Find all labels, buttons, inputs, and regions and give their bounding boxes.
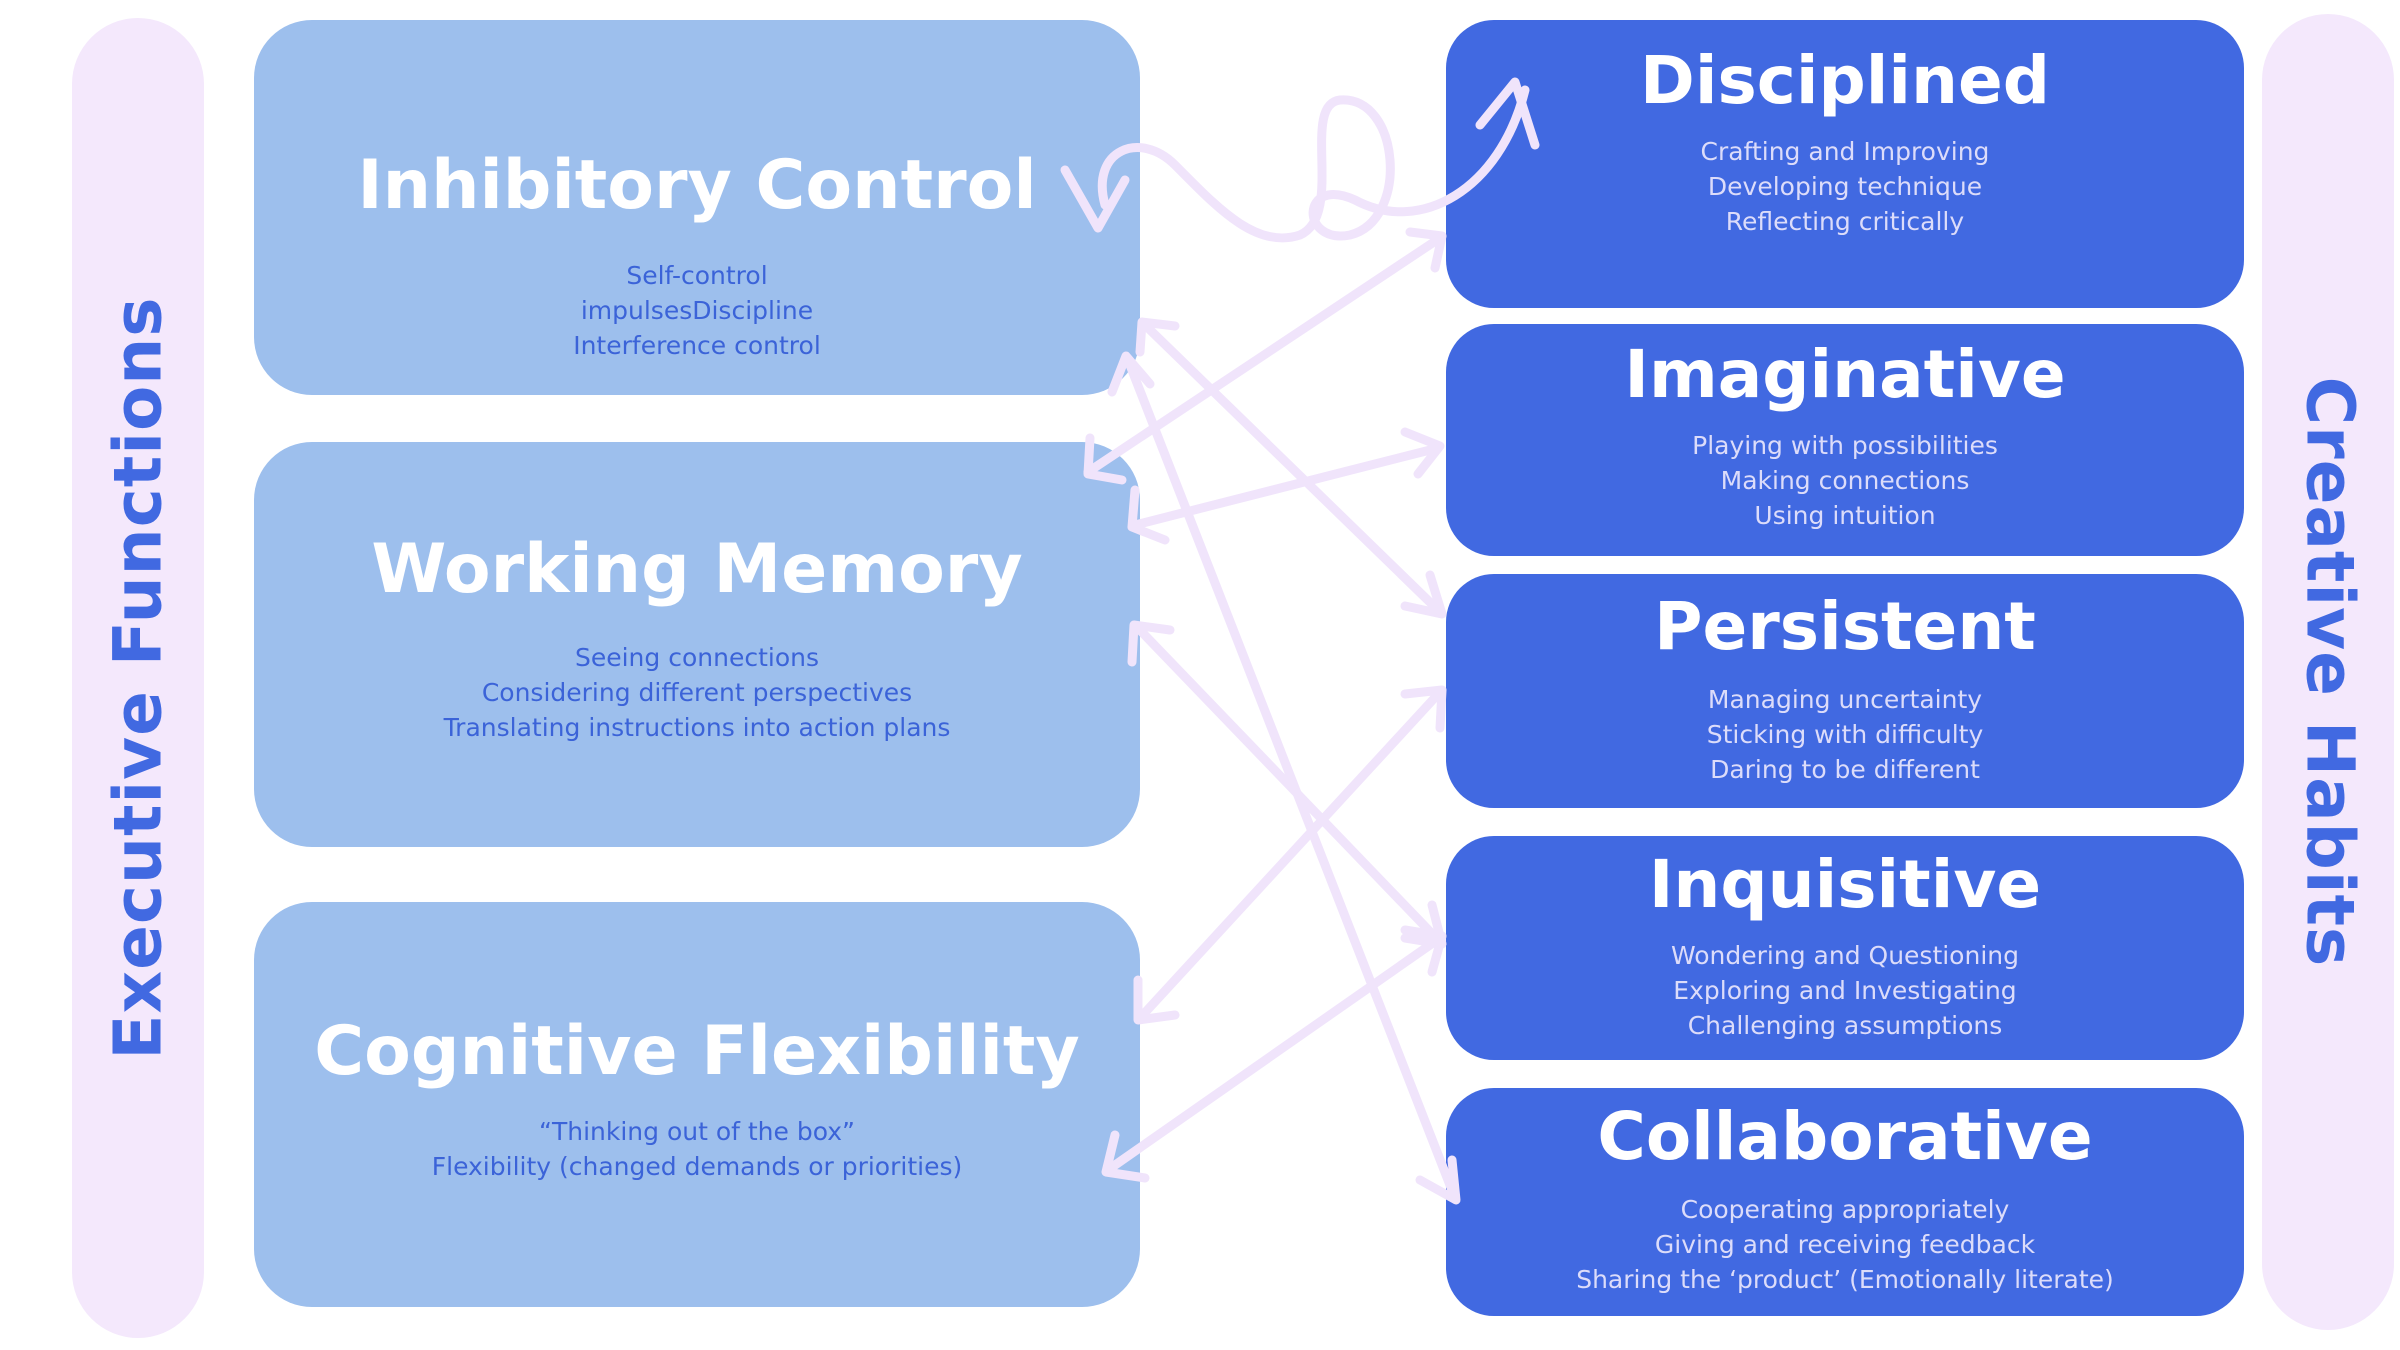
- connector-line: [1103, 933, 1445, 1175]
- cognitive-flexibility-details: “Thinking out of the box” Flexibility (c…: [254, 1114, 1140, 1184]
- inhibitory-control-details: Self-control impulsesDiscipline Interfer…: [254, 258, 1140, 363]
- arrowhead: [1400, 685, 1447, 733]
- detail-line: Translating instructions into action pla…: [443, 713, 951, 742]
- connector-line: [1123, 355, 1460, 1203]
- detail-line: Developing technique: [1707, 172, 1983, 201]
- working-memory-details: Seeing connections Considering different…: [254, 640, 1140, 745]
- arrowhead: [1083, 433, 1127, 485]
- loop-arrow: [1097, 85, 1530, 243]
- arrowhead: [1400, 427, 1445, 479]
- connector-line: [1133, 623, 1445, 947]
- cognitive-flexibility-box: Cognitive Flexibility “Thinking out of t…: [254, 902, 1140, 1307]
- arrowhead: [1107, 351, 1155, 397]
- arrowhead: [1101, 1130, 1150, 1183]
- inquisitive-details: Wondering and Questioning Exploring and …: [1446, 938, 2244, 1043]
- detail-line: Cooperating appropriately: [1680, 1195, 2010, 1224]
- detail-line: Crafting and Improving: [1700, 137, 1990, 166]
- arrowhead: [1400, 570, 1447, 619]
- detail-line: Considering different perspectives: [481, 678, 913, 707]
- detail-line: Playing with possibilities: [1692, 431, 1998, 460]
- connector-line: [1083, 233, 1445, 477]
- cognitive-flexibility-title: Cognitive Flexibility: [314, 1012, 1080, 1091]
- imaginative-box: Imaginative Playing with possibilities M…: [1446, 324, 2244, 556]
- disciplined-title: Disciplined: [1640, 42, 2050, 119]
- connector-line: [1135, 687, 1445, 1023]
- inhibitory-control-box: Inhibitory Control Self-control impulses…: [254, 20, 1140, 395]
- inquisitive-title: Inquisitive: [1648, 846, 2042, 923]
- detail-line: Sticking with difficulty: [1706, 720, 1984, 749]
- arrowhead: [1415, 1155, 1461, 1205]
- detail-line: “Thinking out of the box”: [539, 1117, 855, 1146]
- working-memory-box: Working Memory Seeing connections Consid…: [254, 442, 1140, 847]
- detail-line: Flexibility (changed demands or prioriti…: [431, 1152, 963, 1181]
- detail-line: Reflecting critically: [1725, 207, 1965, 236]
- arrowhead: [1133, 975, 1180, 1025]
- detail-line: Managing uncertainty: [1707, 685, 1983, 714]
- arrowhead: [1135, 317, 1180, 357]
- detail-line: Wondering and Questioning: [1671, 941, 2019, 970]
- disciplined-box: Disciplined Crafting and Improving Devel…: [1446, 20, 2244, 308]
- detail-line: Giving and receiving feedback: [1654, 1230, 2036, 1259]
- detail-line: Seeing connections: [574, 643, 819, 672]
- detail-line: Sharing the ‘product’ (Emotionally liter…: [1576, 1265, 2114, 1294]
- detail-line: Self-control: [626, 261, 768, 290]
- inquisitive-box: Inquisitive Wondering and Questioning Ex…: [1446, 836, 2244, 1060]
- working-memory-title: Working Memory: [371, 530, 1023, 609]
- inhibitory-control-title: Inhibitory Control: [357, 146, 1037, 225]
- persistent-title: Persistent: [1654, 588, 2036, 665]
- creative-habits-pill: [2262, 14, 2394, 1330]
- imaginative-details: Playing with possibilities Making connec…: [1446, 428, 2244, 533]
- persistent-details: Managing uncertainty Sticking with diffi…: [1446, 682, 2244, 787]
- persistent-box: Persistent Managing uncertainty Sticking…: [1446, 574, 2244, 808]
- executive-functions-pill: [72, 18, 204, 1338]
- arrowhead: [1127, 485, 1170, 545]
- detail-line: Using intuition: [1754, 501, 1936, 530]
- disciplined-details: Crafting and Improving Developing techni…: [1446, 134, 2244, 239]
- detail-line: impulsesDiscipline: [580, 296, 814, 325]
- collaborative-title: Collaborative: [1597, 1098, 2093, 1175]
- collaborative-details: Cooperating appropriately Giving and rec…: [1446, 1192, 2244, 1297]
- detail-line: Challenging assumptions: [1687, 1011, 2003, 1040]
- arrowhead: [1405, 227, 1447, 273]
- arrowhead: [1060, 165, 1130, 233]
- collaborative-box: Collaborative Cooperating appropriately …: [1446, 1088, 2244, 1316]
- arrowhead: [1475, 77, 1540, 150]
- connector-line: [1140, 320, 1445, 617]
- arrowhead: [1400, 925, 1447, 977]
- arrowhead: [1127, 620, 1175, 667]
- detail-line: Daring to be different: [1710, 755, 1980, 784]
- imaginative-title: Imaginative: [1624, 336, 2066, 413]
- detail-line: Exploring and Investigating: [1673, 976, 2017, 1005]
- detail-line: Making connections: [1720, 466, 1970, 495]
- detail-line: Interference control: [573, 331, 821, 360]
